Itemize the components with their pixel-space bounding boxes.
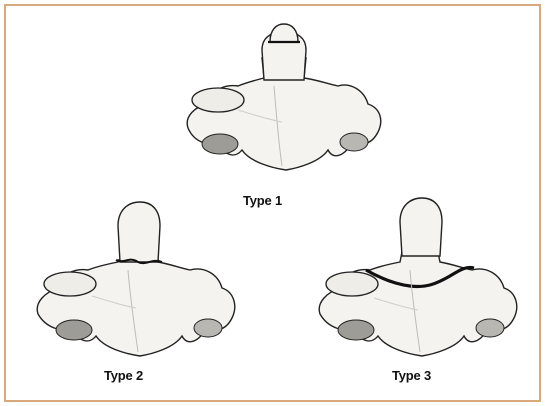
label-type-3: Type 3 xyxy=(392,368,431,383)
figure-frame: Type 1 Type 2 Type 3 xyxy=(4,4,541,402)
dens xyxy=(400,198,442,256)
left-facet xyxy=(326,272,378,296)
inferior-facet-left xyxy=(56,320,92,340)
vertebra-type-1 xyxy=(178,20,390,184)
left-facet xyxy=(44,272,96,296)
vertebra-type-3 xyxy=(310,186,530,362)
dens-tip xyxy=(270,24,298,42)
inferior-facet-right xyxy=(476,319,504,337)
label-type-1: Type 1 xyxy=(243,193,282,208)
inferior-facet-left xyxy=(202,134,238,154)
inferior-facet-left xyxy=(338,320,374,340)
vertebra-type-2 xyxy=(28,196,244,364)
left-facet xyxy=(192,88,244,112)
dens xyxy=(118,202,160,262)
inferior-facet-right xyxy=(340,133,368,151)
inferior-facet-right xyxy=(194,319,222,337)
label-type-2: Type 2 xyxy=(104,368,143,383)
